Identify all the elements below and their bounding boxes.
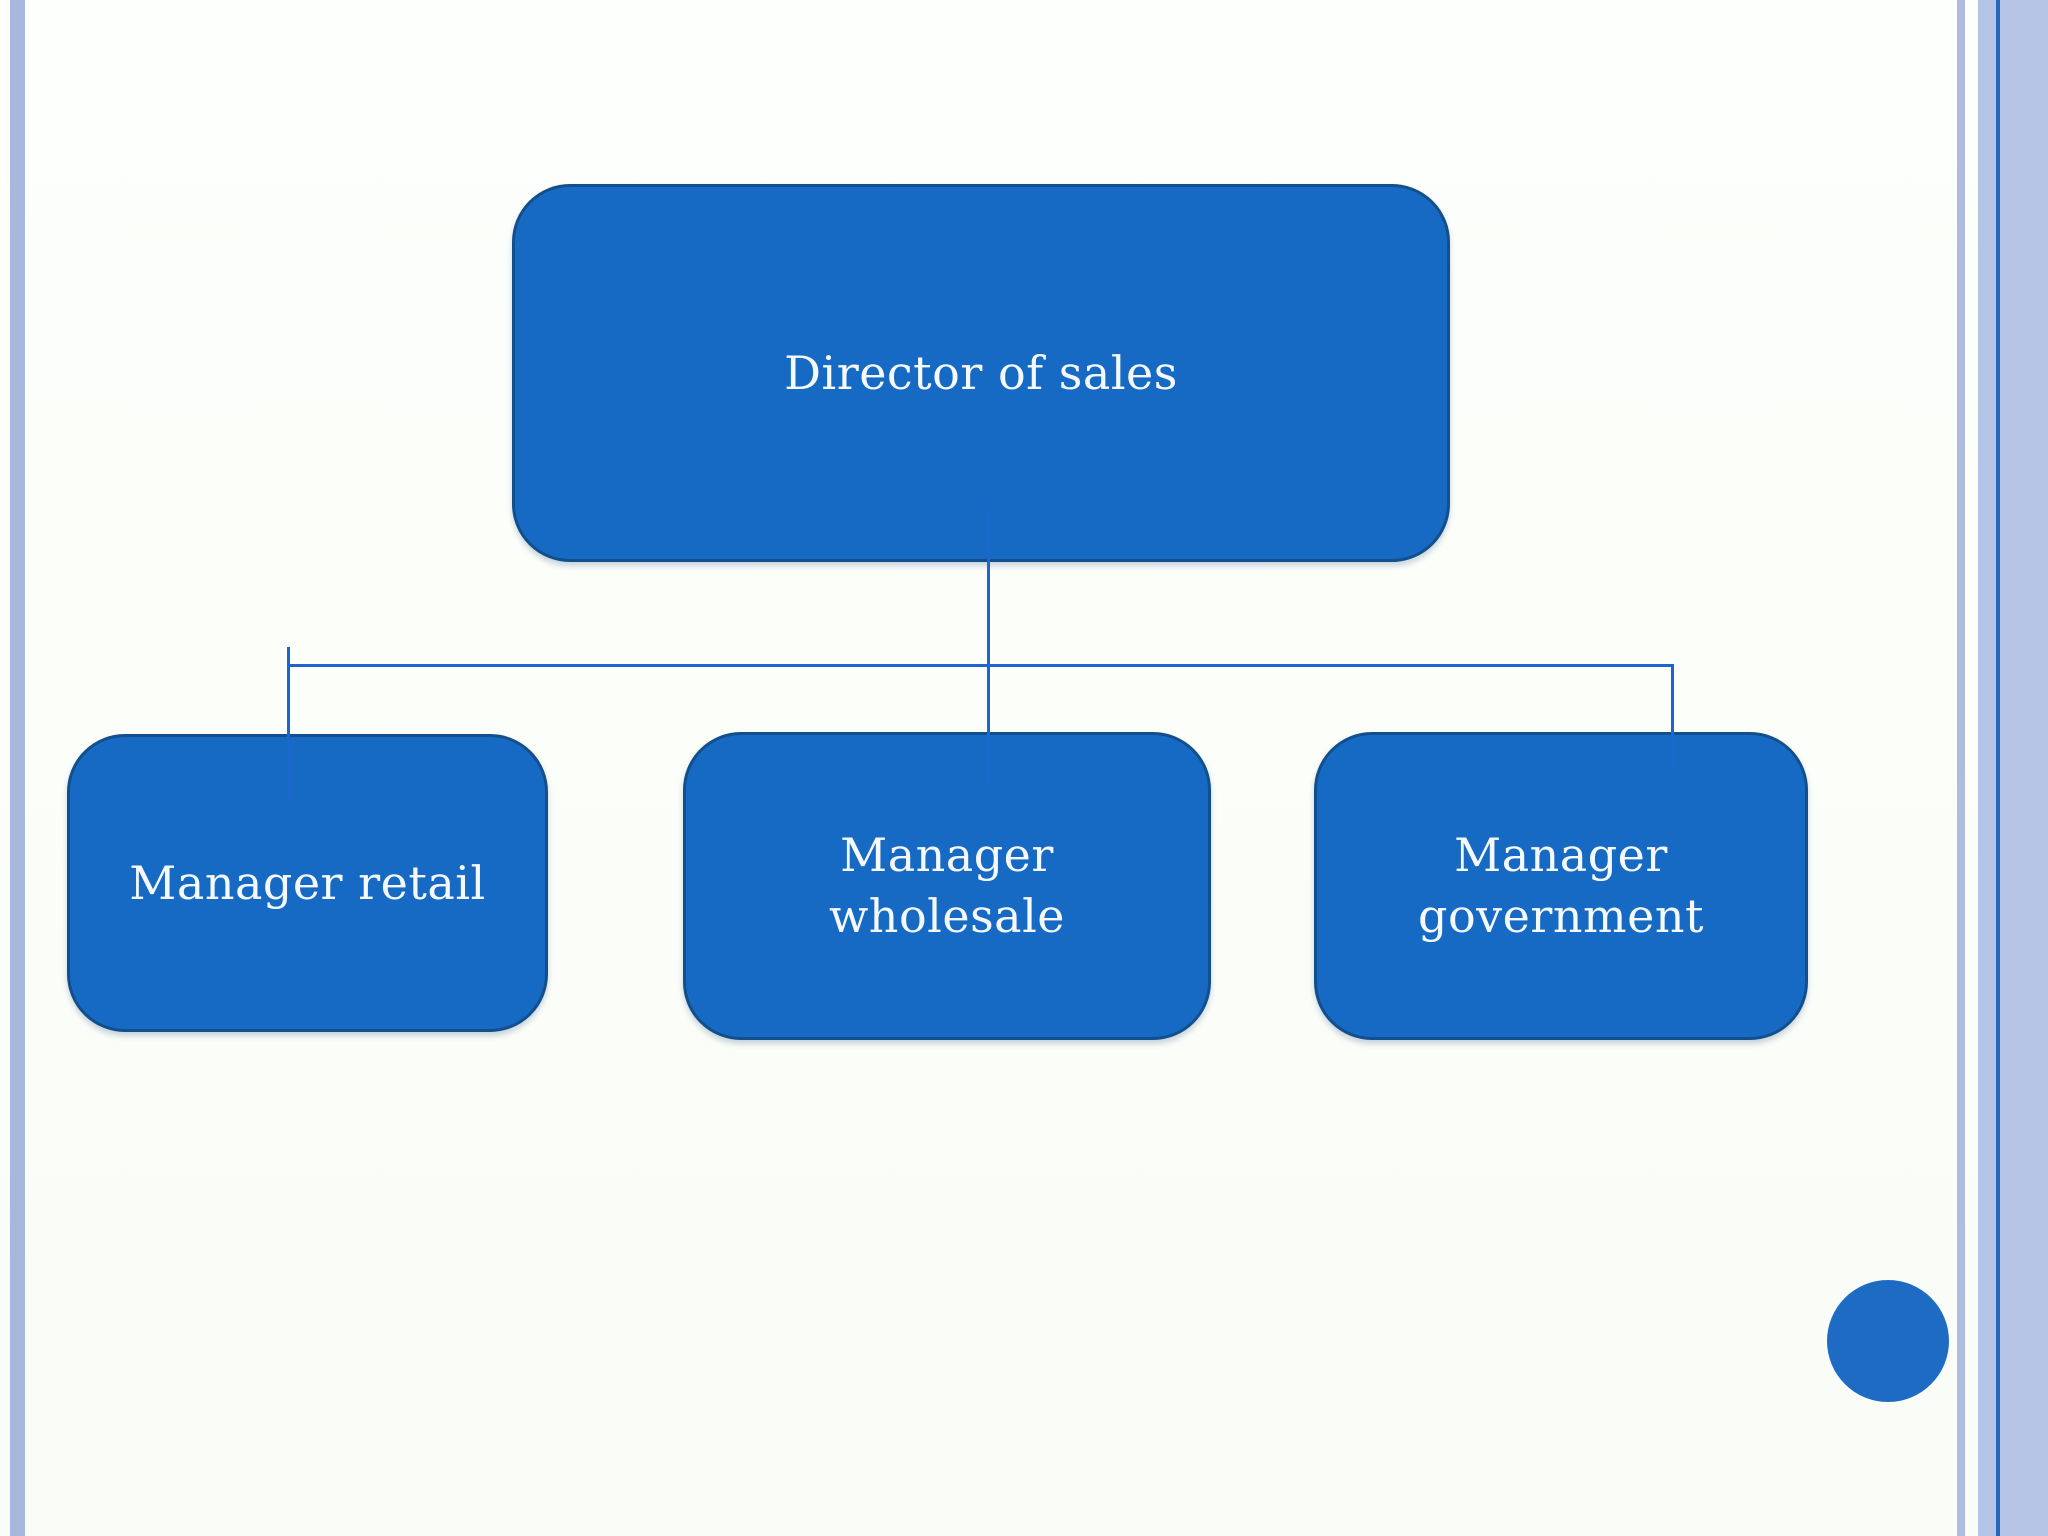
right-thin-stripe [1957, 0, 1965, 1536]
connector-director-stem [987, 510, 990, 666]
corner-dot-decoration [1827, 1280, 1949, 1402]
right-accent-line [1996, 0, 2000, 1536]
connector-horizontal-bar [287, 664, 1674, 667]
org-node-label: Manager government [1418, 828, 1704, 943]
left-accent-stripe [10, 0, 25, 1536]
org-node-manager-retail[interactable]: Manager retail [67, 734, 548, 1032]
right-accent-band [1978, 0, 2048, 1536]
org-node-label: Manager retail [129, 855, 486, 910]
org-node-director-of-sales[interactable]: Director of sales [512, 184, 1450, 562]
connector-retail-drop [287, 647, 290, 800]
connector-government-drop [1671, 664, 1674, 768]
connector-wholesale-drop [987, 664, 990, 784]
org-node-manager-government[interactable]: Manager government [1314, 732, 1808, 1040]
org-node-label: Manager wholesale [828, 828, 1066, 943]
org-node-label: Director of sales [784, 345, 1178, 400]
org-node-manager-wholesale[interactable]: Manager wholesale [683, 732, 1211, 1040]
